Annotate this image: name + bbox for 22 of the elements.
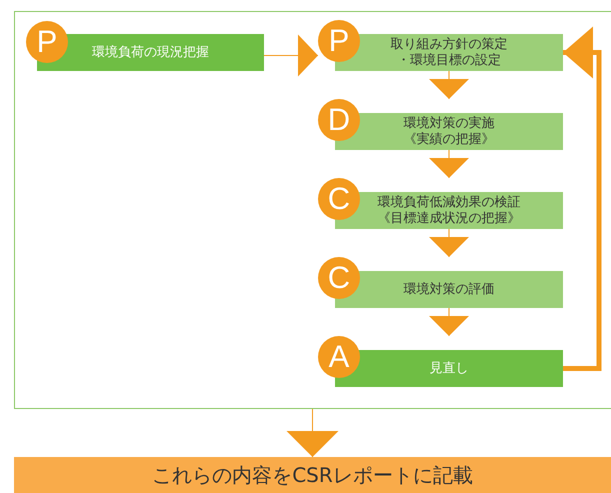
loop-arrow [563, 26, 602, 371]
step-letter: D [318, 99, 360, 141]
frame [14, 11, 611, 409]
arrow [286, 408, 338, 458]
arrow [429, 228, 469, 258]
arrow [429, 70, 469, 100]
step-letter: P [318, 20, 360, 62]
summary-bar [14, 457, 611, 493]
step-text: 環境対策の実施《実績の把握》 [402, 116, 496, 148]
step-text: 取り組み方針の策定・環境目標の設定 [389, 36, 508, 68]
step-letter: A [318, 336, 360, 378]
step-text: 見直し [430, 360, 468, 376]
arrow [429, 150, 469, 178]
step-text: 環境負荷低減効果の検証《目標達成状況の把握》 [376, 194, 522, 226]
step-text: 環境対策の評価 [404, 282, 494, 298]
arrow [264, 34, 318, 76]
step-letter: C [318, 178, 360, 220]
step-text: 環境負荷の現況把握 [92, 44, 209, 60]
step-letter: P [26, 21, 68, 63]
summary-text: これらの内容をCSRレポートに記載 [152, 462, 473, 488]
arrow [429, 308, 469, 336]
step-letter: C [318, 257, 360, 299]
